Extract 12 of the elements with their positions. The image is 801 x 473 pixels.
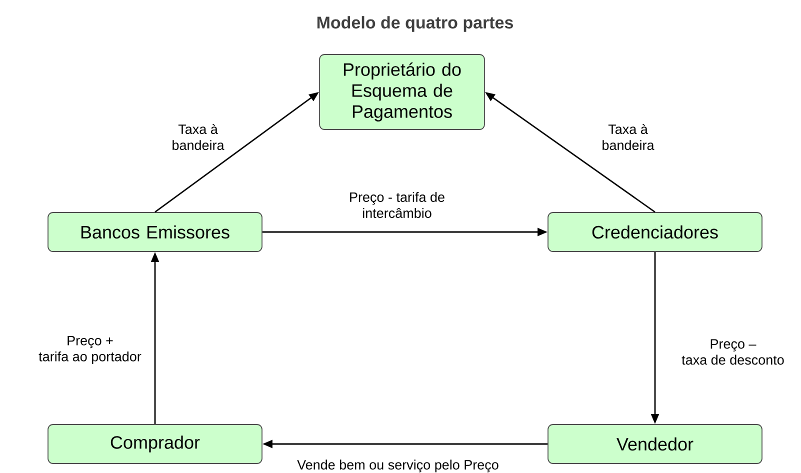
edge-label: Taxa à bandeira <box>602 124 654 150</box>
title: Modelo de quatro partes <box>317 16 513 32</box>
edge-label: Taxa à bandeira <box>172 124 224 150</box>
process-box: Bancos Emissores <box>48 212 262 252</box>
process-box: Comprador <box>48 424 262 464</box>
process-box: Credenciadores <box>548 212 762 252</box>
edge-label: Preço - tarifa de intercâmbio <box>350 192 444 218</box>
edge-label: Preço – taxa de desconto <box>682 339 784 365</box>
process-box: Vendedor <box>548 424 762 464</box>
process-box: Proprietário do Esquema de Pagamentos <box>319 54 485 130</box>
edge-label: Vende bem ou serviço pelo Preço <box>297 460 498 472</box>
edge-label: Preço + tarifa ao portador <box>38 336 142 364</box>
